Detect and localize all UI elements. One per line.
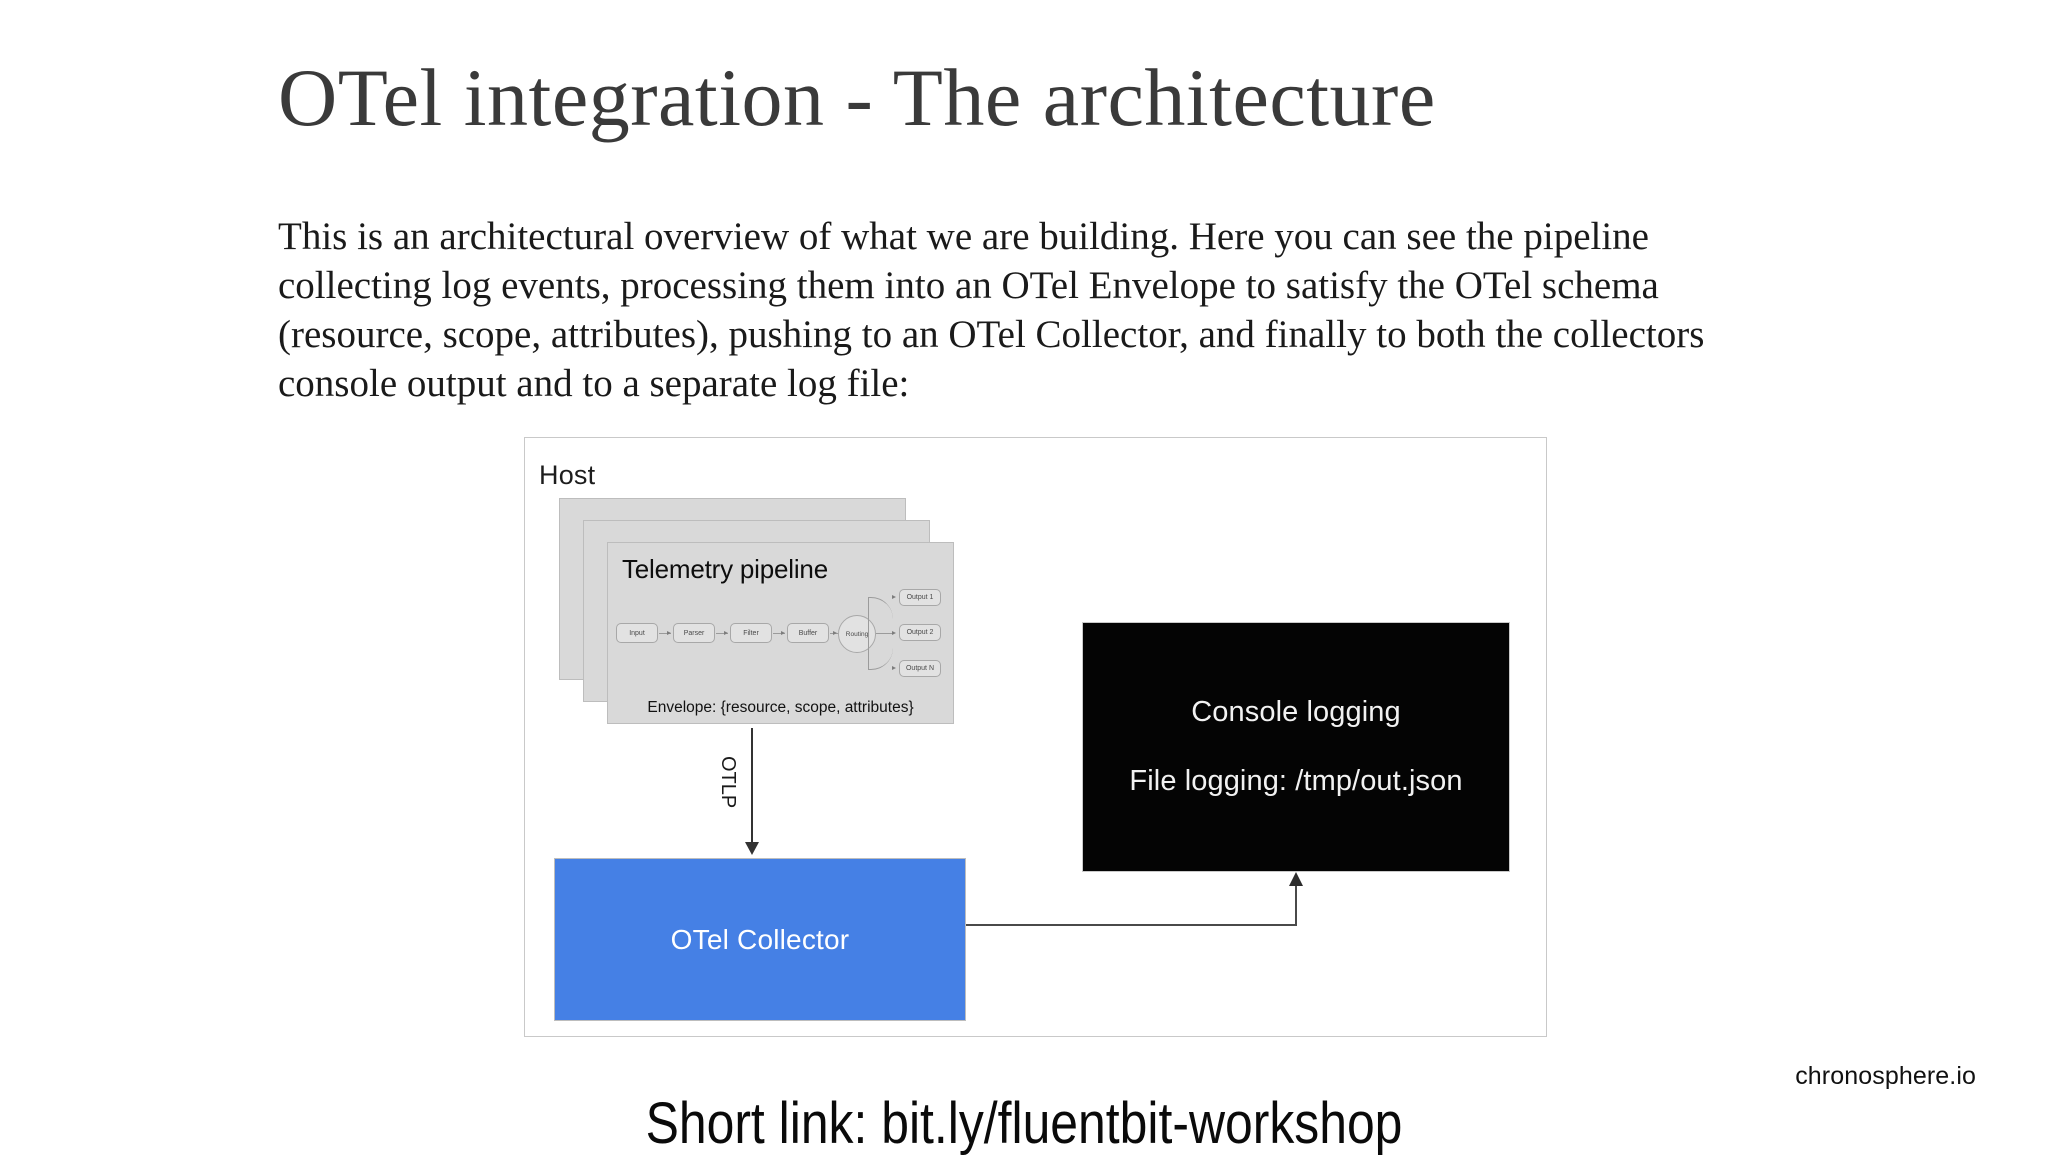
flow-connector <box>659 632 671 634</box>
pipeline-stage-parser: Parser <box>673 623 715 643</box>
pipeline-flow-diagram: Input Parser Filter Buffer Routing Outpu… <box>616 587 947 679</box>
console-logging-label: Console logging <box>1191 696 1401 728</box>
flow-arrowhead-icon <box>781 630 785 635</box>
envelope-label: Envelope: {resource, scope, attributes} <box>647 699 914 716</box>
routing-curve-bottom <box>868 633 893 670</box>
collector-to-console-connector-horizontal <box>966 924 1297 926</box>
flow-connector <box>716 632 728 634</box>
flow-arrowhead-icon <box>833 630 837 635</box>
flow-connector <box>773 632 785 634</box>
otlp-arrow-line <box>751 728 753 845</box>
routing-connector-mid <box>876 632 894 634</box>
flow-arrowhead-icon <box>667 630 671 635</box>
body-paragraph: This is an architectural overview of wha… <box>278 215 1705 405</box>
flow-arrowhead-icon <box>892 630 896 635</box>
pipeline-stack-card-front: Telemetry pipeline Input Parser Filter B… <box>607 542 954 724</box>
pipeline-output-n: Output N <box>899 660 941 677</box>
short-link-text: Short link: bit.ly/fluentbit-workshop <box>645 1091 1403 1156</box>
otel-collector-label: OTel Collector <box>670 923 850 955</box>
telemetry-pipeline-title: Telemetry pipeline <box>622 554 828 584</box>
otel-collector-box: OTel Collector <box>554 858 966 1021</box>
pipeline-stage-input: Input <box>616 623 658 643</box>
otlp-arrow-head-icon <box>745 842 759 855</box>
collector-to-console-connector-vertical <box>1295 886 1297 925</box>
otlp-label: OTLP <box>717 756 739 809</box>
pipeline-output-1: Output 1 <box>899 589 941 606</box>
routing-curve-top <box>868 597 893 634</box>
host-label: Host <box>539 460 596 490</box>
brand-label: chronosphere.io <box>1795 1062 1976 1090</box>
pipeline-stage-filter: Filter <box>730 623 772 643</box>
pipeline-stage-buffer: Buffer <box>787 623 829 643</box>
flow-arrowhead-icon <box>724 630 728 635</box>
architecture-diagram: Host Telemetry pipeline Input Parser Fil… <box>524 437 1547 1037</box>
console-logging-box: Console logging File logging: /tmp/out.j… <box>1082 622 1510 872</box>
file-logging-label: File logging: /tmp/out.json <box>1129 765 1463 797</box>
flow-arrowhead-icon <box>892 666 896 670</box>
pipeline-output-2: Output 2 <box>899 624 941 641</box>
page-title: OTel integration - The architecture <box>278 52 1436 143</box>
flow-arrowhead-icon <box>892 595 896 599</box>
collector-to-console-arrowhead-icon <box>1289 872 1303 886</box>
